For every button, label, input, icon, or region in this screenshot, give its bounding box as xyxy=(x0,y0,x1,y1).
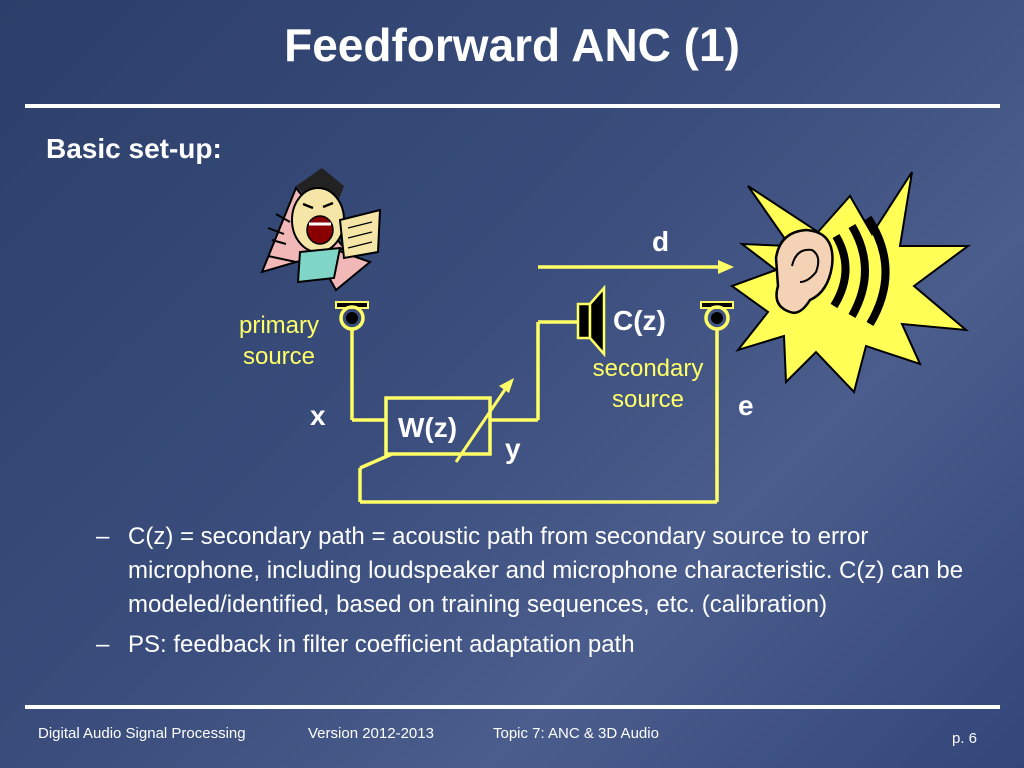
error-microphone-icon xyxy=(700,301,734,331)
label-d: d xyxy=(652,226,670,257)
wz-filter-box xyxy=(384,396,492,456)
bullet-list: – C(z) = secondary path = acoustic path … xyxy=(96,520,976,662)
label-e: e xyxy=(738,390,754,421)
bullet-dash: – xyxy=(96,631,110,658)
page-title: Feedforward ANC (1) xyxy=(284,19,740,71)
footer-divider xyxy=(25,705,1000,709)
label-y: y xyxy=(505,433,521,464)
footer-page-number: p. 6 xyxy=(952,730,978,747)
footer-topic: Topic 7: ANC & 3D Audio xyxy=(493,725,659,742)
screaming-person-icon xyxy=(260,168,382,292)
bullet-item: – PS: feedback in filter coefficient ada… xyxy=(96,628,976,662)
primary-source-line2: source xyxy=(242,343,316,370)
bullet-dash: – xyxy=(96,523,110,550)
label-x: x xyxy=(310,400,326,431)
loudspeaker-icon xyxy=(576,284,606,358)
label-cz: C(z) xyxy=(613,305,666,336)
d-arrowhead xyxy=(718,260,734,274)
ear-burst-icon xyxy=(729,171,972,394)
bullet-item: – C(z) = secondary path = acoustic path … xyxy=(96,520,976,622)
adaptation-arrowhead xyxy=(499,378,514,393)
secondary-source-label: secondary source xyxy=(578,353,718,415)
secondary-source-line2: source xyxy=(611,386,685,413)
bullet-text: C(z) = secondary path = acoustic path fr… xyxy=(128,523,964,618)
primary-source-label: primary source xyxy=(226,310,332,372)
footer-course: Digital Audio Signal Processing xyxy=(38,725,246,742)
signal-wiring xyxy=(350,320,719,504)
secondary-source-line1: secondary xyxy=(592,355,704,382)
section-heading: Basic set-up: xyxy=(46,133,222,164)
bullet-text: PS: feedback in filter coefficient adapt… xyxy=(128,631,635,658)
label-wz: W(z) xyxy=(398,412,458,443)
primary-microphone-icon xyxy=(335,301,369,331)
title-divider xyxy=(25,104,1000,108)
adaptation-arrow xyxy=(454,387,508,463)
primary-source-line1: primary xyxy=(238,312,319,339)
footer-version: Version 2012-2013 xyxy=(308,725,434,742)
